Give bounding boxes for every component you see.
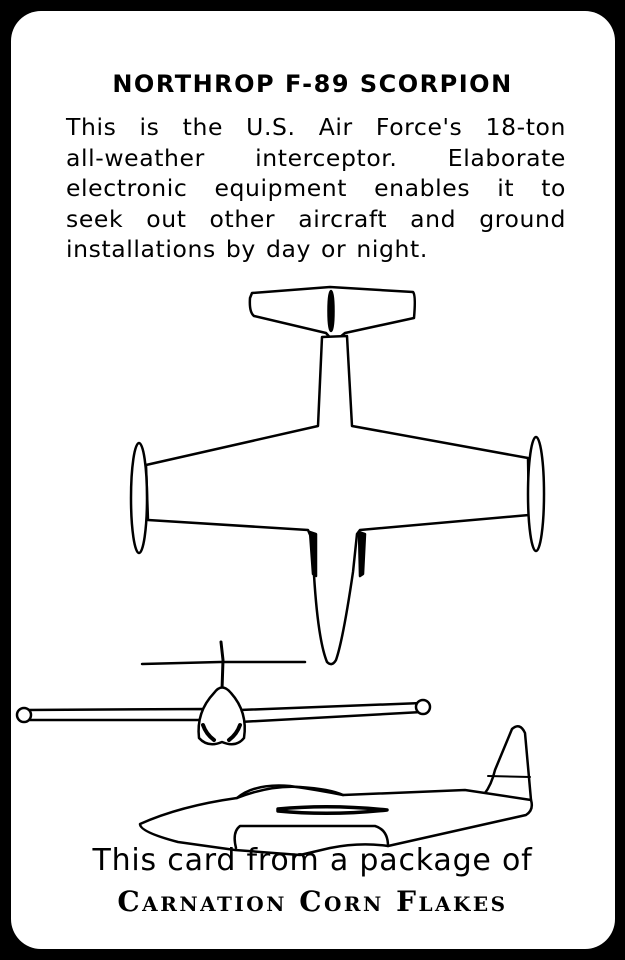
description-line-2: all-weather interceptor. Elaborate — [66, 143, 566, 172]
card-title: NORTHROP F-89 SCORPION — [112, 70, 513, 98]
description-line-1: This is the U.S. Air Force's 18-ton — [66, 113, 566, 141]
aircraft-front-view-icon — [15, 640, 432, 746]
footer-brand: Carnation Corn Flakes — [117, 885, 508, 918]
card-description: This is the U.S. Air Force's 18-ton all-… — [66, 112, 566, 265]
aircraft-top-view-icon — [129, 285, 546, 666]
description-line-3: electronic equipment enables it to — [66, 174, 566, 202]
description-line-5: installations by day or night. — [66, 235, 428, 263]
footer-line-1: This card from a package of — [92, 843, 533, 878]
aircraft-side-view-icon — [138, 725, 534, 857]
description-line-4: seek out other aircraft and ground — [66, 204, 566, 233]
